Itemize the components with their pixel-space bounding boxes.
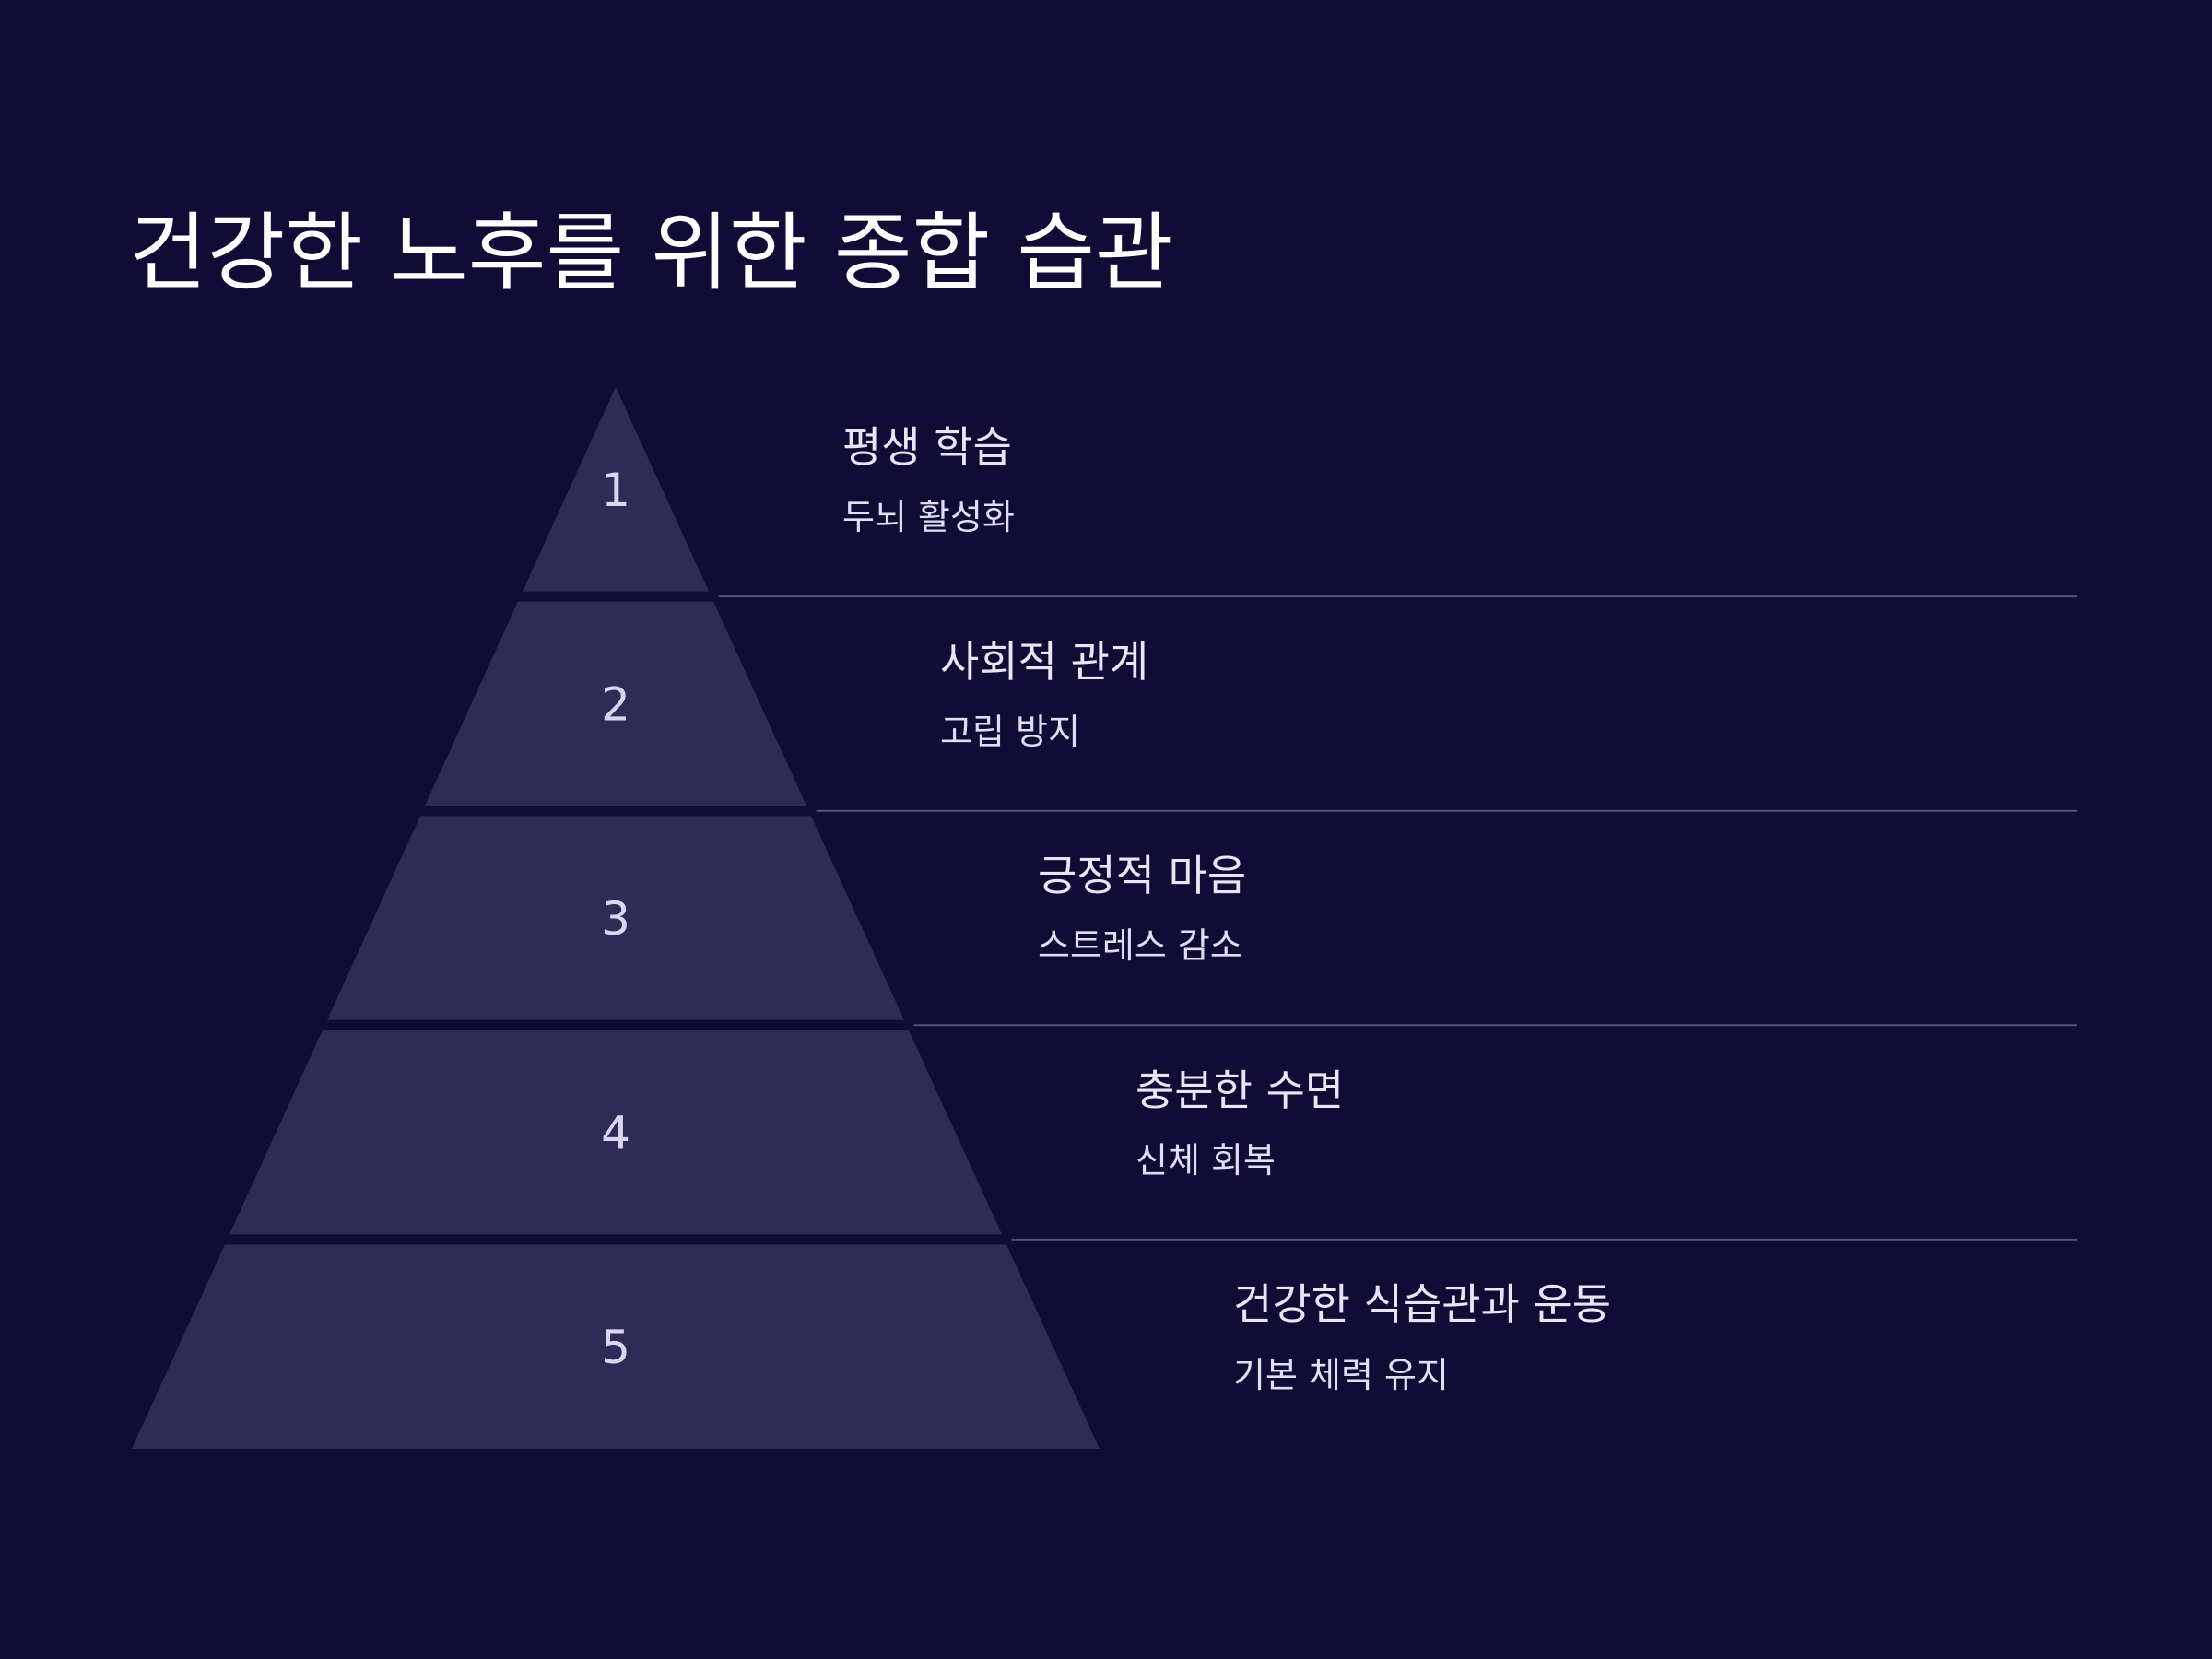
tier-title: 건강한 식습관과 운동 — [1233, 1279, 1612, 1330]
pyramid-tier-4 — [229, 1030, 1002, 1235]
tier-number-5: 5 — [601, 1321, 630, 1374]
tier-title: 사회적 관계 — [939, 636, 1149, 687]
tier-number-3: 3 — [601, 892, 630, 946]
tier-title: 평생 학습 — [841, 422, 1012, 472]
tier-description: 신체 회복 — [1135, 1139, 1276, 1181]
tier-description: 기본 체력 유지 — [1233, 1354, 1449, 1395]
tier-title: 충분한 수면 — [1135, 1065, 1345, 1115]
tier-description: 스트레스 감소 — [1037, 925, 1242, 967]
pyramid-tier-5 — [132, 1244, 1100, 1449]
pyramid-tier-2 — [425, 601, 806, 806]
tier-number-1: 1 — [601, 464, 630, 517]
tier-number-2: 2 — [601, 677, 630, 731]
pyramid-tier-3 — [327, 816, 904, 1020]
tier-description: 두뇌 활성화 — [841, 497, 1015, 538]
tier-title: 긍정적 마음 — [1037, 851, 1247, 901]
tier-description: 고립 방지 — [939, 711, 1080, 752]
page-title: 건강한 노후를 위한 종합 습관 — [129, 204, 1173, 302]
pyramid-tier-1 — [523, 387, 709, 592]
tier-number-4: 4 — [601, 1107, 630, 1160]
